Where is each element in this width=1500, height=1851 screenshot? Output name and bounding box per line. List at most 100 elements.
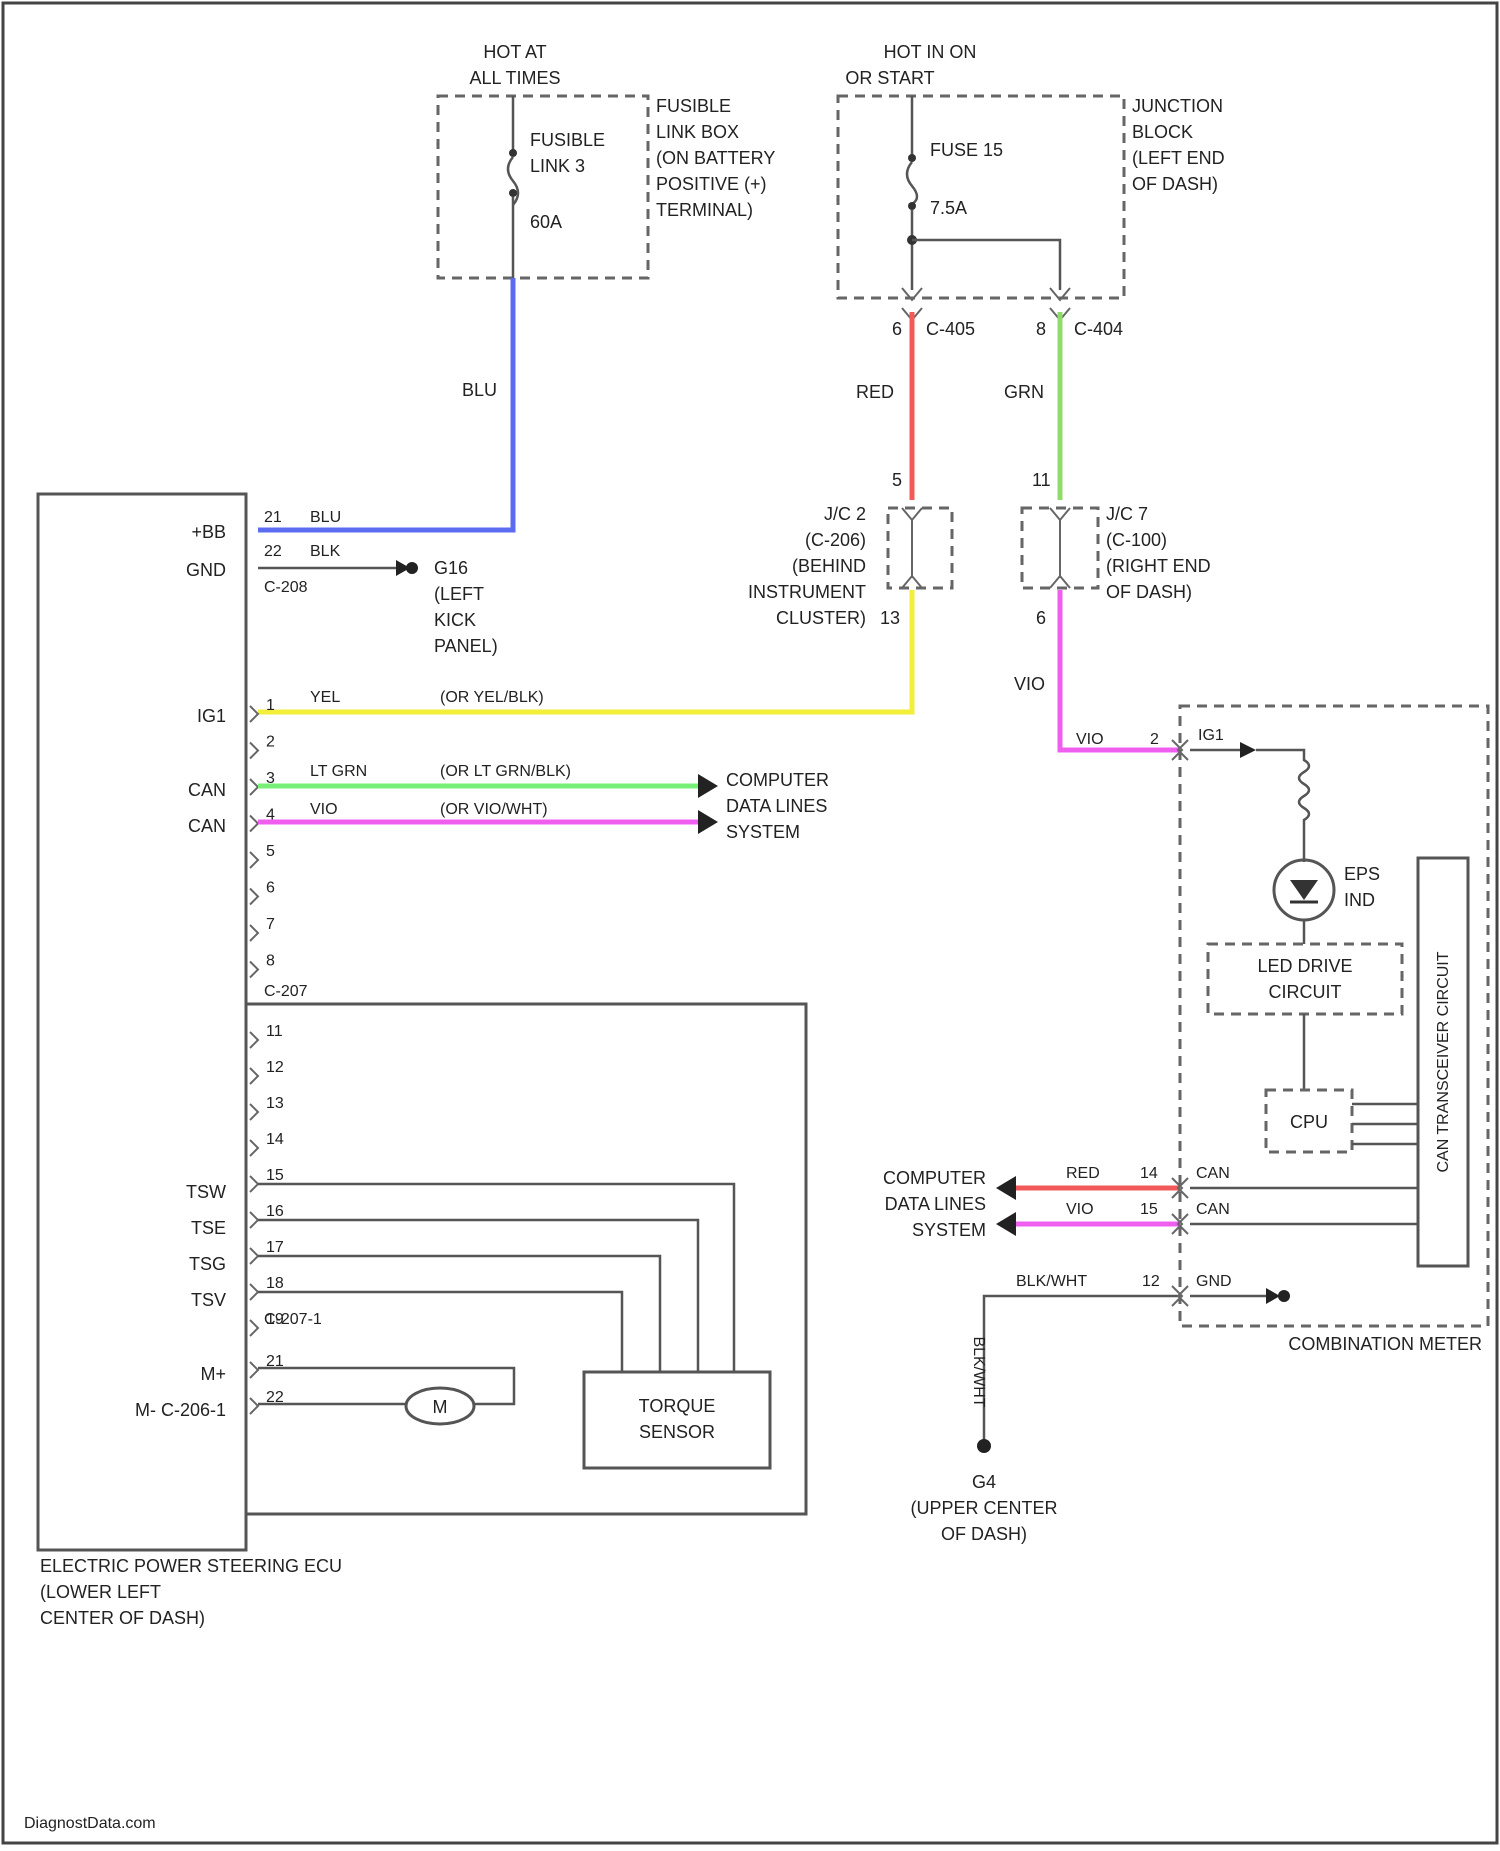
junction-location-2: BLOCK <box>1132 122 1193 142</box>
ecu-pin-21-wire: BLU <box>310 509 341 526</box>
ecu-pin-22-name: GND <box>186 560 226 580</box>
cdls-arrow-vio <box>698 810 718 834</box>
ecu-pin-number: 17 <box>266 1239 284 1256</box>
torque-wire-tse <box>258 1220 698 1372</box>
ecu-pin-3-alt: (OR LT GRN/BLK) <box>440 763 571 780</box>
ecu-pin-21-name: +BB <box>191 522 226 542</box>
fuse15-terminal-2 <box>908 202 916 210</box>
meter-ig1-name: IG1 <box>1198 727 1224 744</box>
jc7-label-1: J/C 7 <box>1106 504 1148 524</box>
ecu-pin-1-wire: YEL <box>310 689 340 706</box>
meter-ig1-arrow <box>1240 742 1256 758</box>
can-transceiver-label: CAN TRANSCEIVER CIRCUIT <box>1435 951 1452 1172</box>
ecu-connector-c2071: C-207-1 <box>264 1311 322 1328</box>
jc2-pin-bottom: 13 <box>880 608 900 628</box>
fuse15-symbol <box>907 162 917 204</box>
junction-block-outline <box>838 96 1124 298</box>
fusible-link-rating: 60A <box>530 212 562 232</box>
jc2-label-5: CLUSTER) <box>776 608 866 628</box>
meter-gnd-arrow <box>1266 1288 1280 1304</box>
jc2-label-4: INSTRUMENT <box>748 582 866 602</box>
torque-wire-tsv <box>258 1292 622 1372</box>
jc2-outline <box>888 508 952 588</box>
ground-g16-label-3: KICK <box>434 610 476 630</box>
eps-indicator-led <box>1290 880 1318 900</box>
ecu-pin-21-num: 21 <box>264 509 282 526</box>
torque-sensor-label-2: SENSOR <box>639 1422 715 1442</box>
torque-sensor-box <box>584 1372 770 1468</box>
cdls-right-2: DATA LINES <box>885 1194 986 1214</box>
fusible-box-location-5: TERMINAL) <box>656 200 753 220</box>
ecu-pin-number: 16 <box>266 1203 284 1220</box>
wire-label-vio-jc7: VIO <box>1014 674 1045 694</box>
ecu-pin-22-num: 22 <box>264 543 282 560</box>
ecu-pin-number: 13 <box>266 1095 284 1112</box>
supply-label-line2: ALL TIMES <box>469 68 560 88</box>
meter-can14-num: 14 <box>1140 1165 1158 1182</box>
wire-label-grn: GRN <box>1004 382 1044 402</box>
jc2-label-3: (BEHIND <box>792 556 866 576</box>
jc7-pin-bottom: 6 <box>1036 608 1046 628</box>
ecu-pin-marker <box>250 1320 258 1336</box>
meter-can14-name: CAN <box>1196 1165 1230 1182</box>
jc7-symbol <box>1050 508 1070 588</box>
supply-label-line1: HOT AT <box>483 42 546 62</box>
cpu-to-transceiver <box>1352 1104 1418 1144</box>
ecu-pin-1-name: IG1 <box>197 706 226 726</box>
ecu-pin-4-wire: VIO <box>310 801 338 818</box>
ecu-outline <box>38 494 246 1550</box>
c404-name: C-404 <box>1074 319 1123 339</box>
ecu-pin-number: 15 <box>266 1167 284 1184</box>
ecu-pin-4-alt: (OR VIO/WHT) <box>440 801 548 818</box>
meter-can14-wire: RED <box>1066 1165 1100 1182</box>
cdls-left-1: COMPUTER <box>726 770 829 790</box>
meter-can15-wire: VIO <box>1066 1201 1094 1218</box>
ecu-pin-marker <box>250 1104 258 1120</box>
jc7-label-2: (C-100) <box>1106 530 1167 550</box>
ecu-pin-marker <box>250 1362 258 1378</box>
meter-gnd-wire-label: BLK/WHT <box>1016 1273 1087 1290</box>
wire-blu <box>258 278 513 530</box>
meter-gnd-symbol <box>1278 1290 1290 1302</box>
ecu-pin-22-wire: BLK <box>310 543 341 560</box>
cdls-arrow-ltgrn <box>698 774 718 798</box>
ground-g16-label-1: G16 <box>434 558 468 578</box>
ecu-pin-marker <box>250 962 258 978</box>
ecu-pin-number: 6 <box>266 880 275 897</box>
wire-label-red: RED <box>856 382 894 402</box>
ecu-sensor-frame <box>246 1004 806 1514</box>
ecu-label-2: (LOWER LEFT <box>40 1582 161 1602</box>
ecu-pin-number: 18 <box>266 1275 284 1292</box>
ecu-pin-19-name: TSV <box>191 1290 226 1310</box>
eps-ind-label-2: IND <box>1344 890 1375 910</box>
fusible-box-location-4: POSITIVE (+) <box>656 174 767 194</box>
meter-can15-num: 15 <box>1140 1201 1158 1218</box>
wire-label-blu: BLU <box>462 380 497 400</box>
ground-g4-label-1: G4 <box>972 1472 996 1492</box>
ground-g4-wire: BLK/WHT <box>970 1336 987 1407</box>
cdls-right-3: SYSTEM <box>912 1220 986 1240</box>
c405-pin: 6 <box>892 319 902 339</box>
meter-ig1-wire: VIO <box>1076 731 1104 748</box>
ecu-signal-pins: 12345678 <box>250 697 275 978</box>
torque-sensor-label-1: TORQUE <box>639 1396 716 1416</box>
ign-supply-line1: HOT IN ON <box>884 42 977 62</box>
jc2-label-1: J/C 2 <box>824 504 866 524</box>
ecu-pin-4-name: CAN <box>188 816 226 836</box>
fusible-box-location-2: LINK BOX <box>656 122 739 142</box>
ecu-pin-marker <box>250 1032 258 1048</box>
ecu-pin-marker <box>250 1068 258 1084</box>
ecu-pin-marker <box>250 1176 258 1192</box>
fuse15-rating: 7.5A <box>930 198 967 218</box>
ecu-pin-marker <box>250 889 258 905</box>
combination-meter-label: COMBINATION METER <box>1288 1334 1482 1354</box>
fusible-link-terminal-2 <box>509 189 517 197</box>
meter-gnd-wire <box>984 1296 1180 1440</box>
wire-vio-meter-ig1 <box>1060 590 1180 750</box>
ecu-pin-marker <box>250 852 258 868</box>
motor-label: M <box>433 1397 448 1417</box>
ecu-pin-3-name: CAN <box>188 780 226 800</box>
